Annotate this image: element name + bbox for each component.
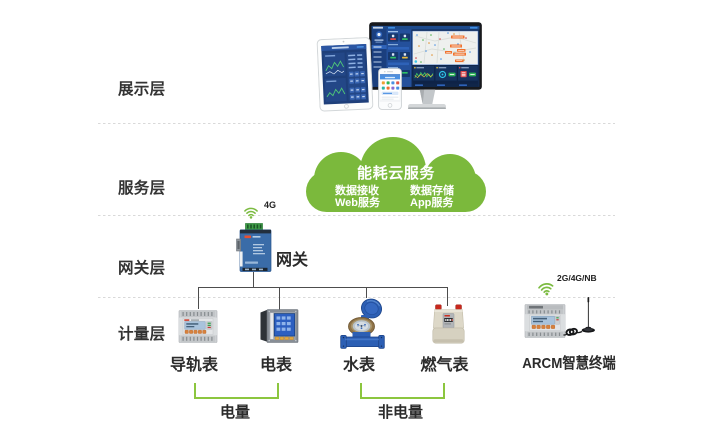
arcm-network-badge: 2G/4G/NB [557,272,597,283]
gateway-wifi-icon [244,207,258,219]
energy-meter-device [260,308,298,343]
layer-label-display: 展示层 [118,81,166,98]
gas-meter-label: 燃气表 [420,357,469,374]
connector-gateway-drop [252,271,255,288]
non-electric-group-bracket [359,383,445,399]
cloud-service-item: Web服务 [335,196,381,209]
water-meter-label: 水表 [342,357,376,374]
layer-divider-3 [98,297,615,298]
cloud-icon [306,137,486,212]
rail-meter-label: 导轨表 [169,357,219,374]
cloud-service-item: 数据存储 [410,185,454,197]
connector-bus [197,287,448,289]
arcm-terminal-device [524,304,565,338]
antenna [563,296,595,336]
arcm-wifi-icon [537,283,553,296]
layer-divider-1 [98,123,615,124]
smartphone [377,68,402,110]
energy-meter-label: 电表 [259,357,293,374]
cloud-service-item: 数据接收 [335,185,379,197]
connector-branch-rail-meter [197,287,199,309]
gateway-network-badge: 4G [264,200,277,210]
connector-branch-water-meter [366,287,368,298]
gateway-label: 网关 [276,252,309,269]
cloud-title: 能耗云服务 [357,165,436,182]
connector-branch-energy-meter [279,287,281,310]
non-electric-group-label: 非电量 [377,403,424,421]
electric-group-label: 电量 [219,403,251,421]
layer-label-service: 服务层 [118,180,166,197]
gateway-device [235,223,271,272]
arcm-terminal-label: ARCM智慧终端 [521,355,616,372]
electric-group-bracket [193,383,279,399]
rail-meter-device [178,309,217,343]
cloud-service: 能耗云服务 数据接收 Web服务 数据存储 App服务 [305,137,487,213]
water-meter-device [339,298,385,349]
layer-label-metering: 计量层 [118,326,166,343]
gas-meter-device [432,304,464,343]
connector-branch-gas-meter [446,287,448,306]
tablet [316,36,373,111]
layer-label-gateway: 网关层 [118,260,166,277]
layer-divider-2 [98,215,615,216]
cloud-service-item: App服务 [410,196,454,209]
